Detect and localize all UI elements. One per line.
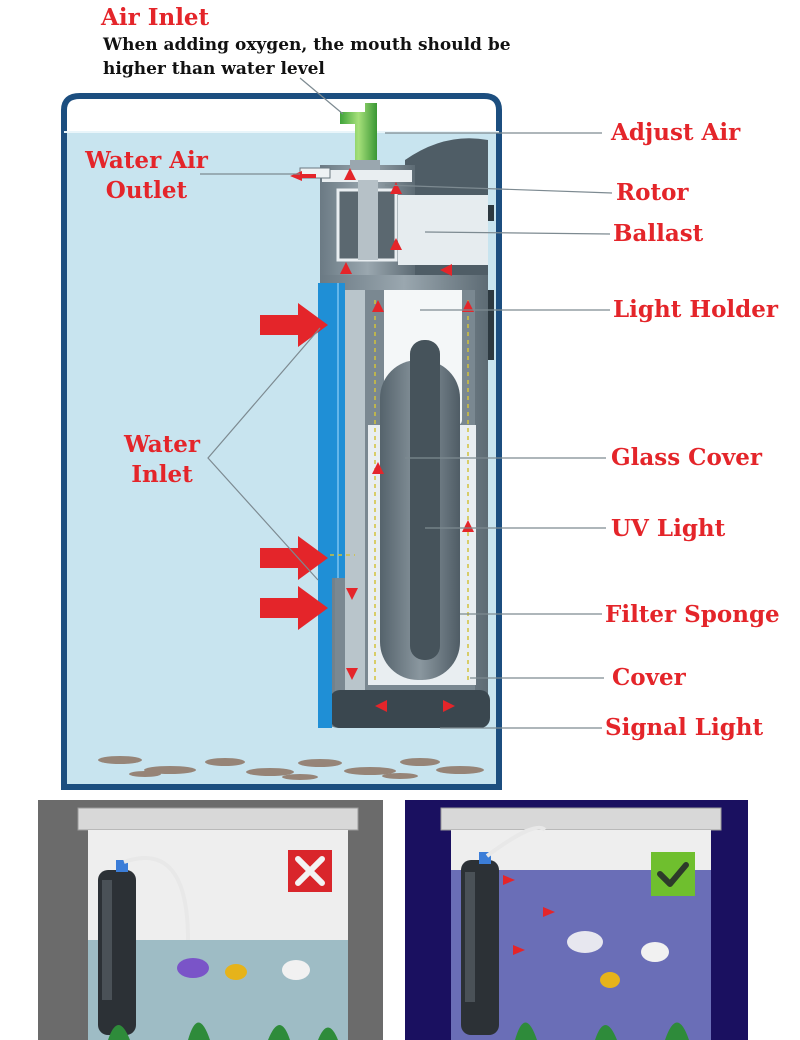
right-install-illustration (440, 807, 722, 1040)
air-inlet-nozzle (340, 103, 380, 170)
filter-body (299, 138, 494, 728)
wrong-install-illustration (77, 807, 359, 1040)
water-air-outlet-label: Water Air Outlet (84, 146, 209, 206)
leader-lines (200, 77, 613, 729)
air-inlet-note: When adding oxygen, the mouth should be … (103, 35, 511, 79)
filter-sponge-label: Filter Sponge (605, 601, 780, 628)
ballast-label: Ballast (613, 220, 704, 247)
flow-arrows (290, 168, 474, 712)
rotor-label: Rotor (616, 179, 689, 206)
right-install-panel (405, 800, 748, 1040)
cover-label: Cover (612, 664, 686, 691)
light-holder-label: Light Holder (613, 296, 778, 323)
water-air-outlet-line2: Outlet (105, 177, 188, 204)
wrong-install-panel (38, 800, 383, 1040)
glass-cover-label: Glass Cover (611, 444, 762, 471)
air-inlet-label: Air Inlet (101, 4, 210, 31)
uv-light-label: UV Light (611, 515, 726, 542)
water-air-outlet-line1: Water Air (85, 147, 208, 174)
check-icon (651, 852, 695, 896)
signal-light-label: Signal Light (605, 714, 764, 741)
tank-frame (61, 93, 502, 790)
filter-diagram (61, 77, 613, 790)
water-inlet-label: Water Inlet (112, 430, 212, 490)
gravel (98, 756, 484, 780)
water-inlet-arrows (260, 303, 328, 630)
water-inlet-line2: Inlet (131, 461, 193, 488)
adjust-air-label: Adjust Air (611, 119, 741, 146)
water-inlet-line1: Water (123, 431, 201, 458)
cross-icon (288, 850, 332, 892)
